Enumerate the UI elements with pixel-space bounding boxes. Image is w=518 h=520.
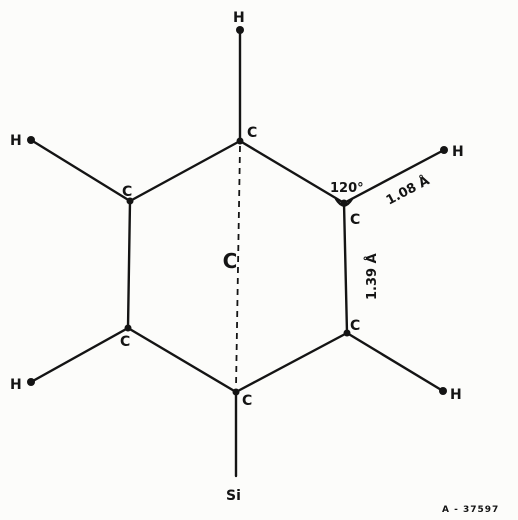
bond-c2-h (342, 148, 446, 205)
bond-c6-h (29, 138, 132, 203)
cc-bond-length-label: 1.39 Å (364, 253, 380, 300)
hydrogen-labels: H H H H H (10, 10, 464, 403)
dot-h-lower-left (27, 378, 35, 386)
dot-c3 (343, 329, 351, 337)
dot-c5 (124, 324, 132, 332)
label-c6: C (122, 184, 132, 200)
label-c1: C (247, 125, 257, 141)
bond-c6-c1 (128, 139, 242, 203)
ring-bonds (126, 139, 349, 394)
carbon-labels: C C C C C C (120, 125, 360, 409)
substituent-bonds (29, 28, 446, 478)
dot-c6 (126, 197, 134, 205)
dot-h-top (236, 26, 244, 34)
dot-h-upper-right (440, 146, 448, 154)
dot-h-upper-left (27, 136, 35, 144)
label-h-lower-right: H (450, 387, 462, 403)
dot-h-lower-right (439, 387, 447, 395)
rotation-symbol: C (223, 249, 238, 273)
label-h-upper-left: H (10, 133, 22, 149)
label-h-lower-left: H (10, 377, 22, 393)
atom-dots (27, 26, 448, 396)
label-h-top: H (233, 10, 245, 26)
bond-c3-h (345, 331, 445, 393)
bond-c3-c4 (234, 331, 349, 394)
bond-c4-c5 (126, 326, 238, 394)
dot-c2 (340, 199, 348, 207)
rotation-axis-label: C (223, 249, 238, 273)
bond-angle-label: 120° (330, 181, 364, 196)
label-c4: C (242, 393, 252, 409)
bond-c5-h (29, 326, 130, 384)
label-c5: C (120, 334, 130, 350)
dot-c4 (232, 388, 240, 396)
label-h-upper-right: H (452, 144, 464, 160)
rotation-axis-dashed (235, 145, 241, 389)
bond-c5-c6 (126, 199, 132, 330)
figure-reference: A - 37597 (442, 505, 499, 515)
bond-c1-c2 (238, 139, 346, 205)
bond-c2-c3 (342, 201, 349, 335)
label-c3: C (350, 318, 360, 334)
label-si: Si (226, 488, 241, 504)
dot-c1 (236, 137, 244, 145)
label-c2: C (350, 212, 360, 228)
